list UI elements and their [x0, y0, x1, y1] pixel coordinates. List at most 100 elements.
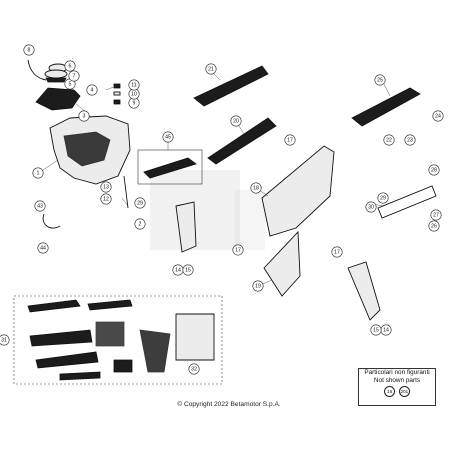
callout-circle	[37, 242, 49, 254]
callout-label: 28	[431, 167, 437, 173]
callout-30: 30	[365, 201, 377, 213]
callout-label: 14	[175, 267, 181, 273]
callout-label: 29	[380, 195, 386, 201]
callout-17: 17	[331, 246, 343, 258]
callout-label: 17	[287, 137, 293, 143]
callout-circle	[134, 218, 146, 230]
callout-circle	[250, 182, 262, 194]
callout-2: 2	[134, 218, 146, 230]
callout-15: 15	[182, 264, 194, 276]
callout-1: 1	[32, 167, 44, 179]
hardware-stack-part	[113, 83, 121, 105]
callout-label: 14	[383, 327, 389, 333]
note-refs: 16 201	[359, 386, 435, 397]
side-panel-part	[261, 145, 335, 237]
callout-circle	[374, 74, 386, 86]
callout-label: 17	[235, 247, 241, 253]
callout-circle	[252, 280, 264, 292]
callout-28: 28	[428, 164, 440, 176]
callout-label: 44	[40, 245, 46, 251]
callout-14: 14	[380, 324, 392, 336]
plate-bracket-part	[377, 185, 437, 219]
callout-circle	[86, 84, 98, 96]
callout-10: 10	[128, 88, 140, 100]
detail-frame-45	[137, 149, 203, 185]
callout-20: 20	[230, 115, 242, 127]
callout-circle	[188, 363, 200, 375]
callout-label: 43	[37, 203, 43, 209]
callout-19: 19	[252, 280, 264, 292]
callout-circle	[370, 324, 382, 336]
callout-label: 6	[69, 63, 72, 69]
callout-17: 17	[232, 244, 244, 256]
callout-32: 32	[188, 363, 200, 375]
callout-circle	[430, 209, 442, 221]
decal-kit-part	[27, 299, 215, 381]
callout-label: 26	[431, 223, 437, 229]
callout-circle	[232, 244, 244, 256]
callout-circle	[331, 246, 343, 258]
callout-12: 12	[100, 193, 112, 205]
callout-4: 4	[86, 84, 98, 96]
callout-label: 12	[103, 196, 109, 202]
callout-circle	[100, 193, 112, 205]
callout-label: 3	[83, 113, 86, 119]
callout-circle	[162, 131, 174, 143]
callout-label: 4	[91, 87, 94, 93]
copyright-text: © Copyright 2022 Betamotor S.p.A.	[177, 401, 281, 408]
callout-circle	[377, 192, 389, 204]
callout-11: 11	[128, 79, 140, 91]
callout-label: 5	[69, 81, 72, 87]
callout-26: 26	[428, 220, 440, 232]
note-ref-16: 16	[384, 386, 396, 397]
callout-circle	[404, 134, 416, 146]
callout-label: 7	[73, 73, 76, 79]
callout-circle	[134, 197, 146, 209]
callout-23: 23	[404, 134, 416, 146]
callout-circle	[64, 60, 76, 72]
callout-circle	[205, 63, 217, 75]
callout-label: 20	[233, 118, 239, 124]
seat-detail-part	[143, 157, 197, 179]
lower-panel-part	[263, 230, 301, 297]
callout-circle	[128, 79, 140, 91]
callout-13: 13	[100, 181, 112, 193]
callout-3: 3	[78, 110, 90, 122]
note-title-it: Particolari non figuranti	[364, 369, 430, 376]
callout-circle	[0, 334, 10, 346]
callout-label: 32	[191, 366, 197, 372]
callout-label: 17	[334, 249, 340, 255]
callout-circle	[230, 115, 242, 127]
callout-circle	[383, 134, 395, 146]
callout-label: 19	[255, 283, 261, 289]
callout-29: 29	[134, 197, 146, 209]
callout-label: 30	[368, 204, 374, 210]
fork-guard-part	[347, 261, 381, 321]
callout-44: 44	[37, 242, 49, 254]
callout-label: 9	[133, 100, 136, 106]
callout-15: 15	[370, 324, 382, 336]
not-shown-parts-note: Particolari non figuranti Not shown part…	[358, 368, 436, 406]
callout-circle	[68, 70, 80, 82]
callout-label: 27	[433, 212, 439, 218]
callout-label: 8	[28, 47, 31, 53]
callout-43: 43	[34, 200, 46, 212]
callout-22: 22	[383, 134, 395, 146]
decal-kit-frame	[13, 295, 223, 385]
callout-label: 15	[373, 327, 379, 333]
callout-circle	[78, 110, 90, 122]
callout-label: 31	[1, 337, 7, 343]
bolt-part	[123, 175, 129, 209]
callout-label: 11	[131, 82, 136, 88]
callout-27: 27	[430, 209, 442, 221]
callout-14: 14	[172, 264, 184, 276]
callout-label: 24	[435, 113, 441, 119]
callout-circle	[182, 264, 194, 276]
callout-label: 10	[131, 91, 137, 97]
callout-label: 22	[386, 137, 392, 143]
seat-foam-part	[193, 65, 269, 107]
callout-label: 2	[139, 221, 142, 227]
hose-part	[42, 213, 61, 229]
